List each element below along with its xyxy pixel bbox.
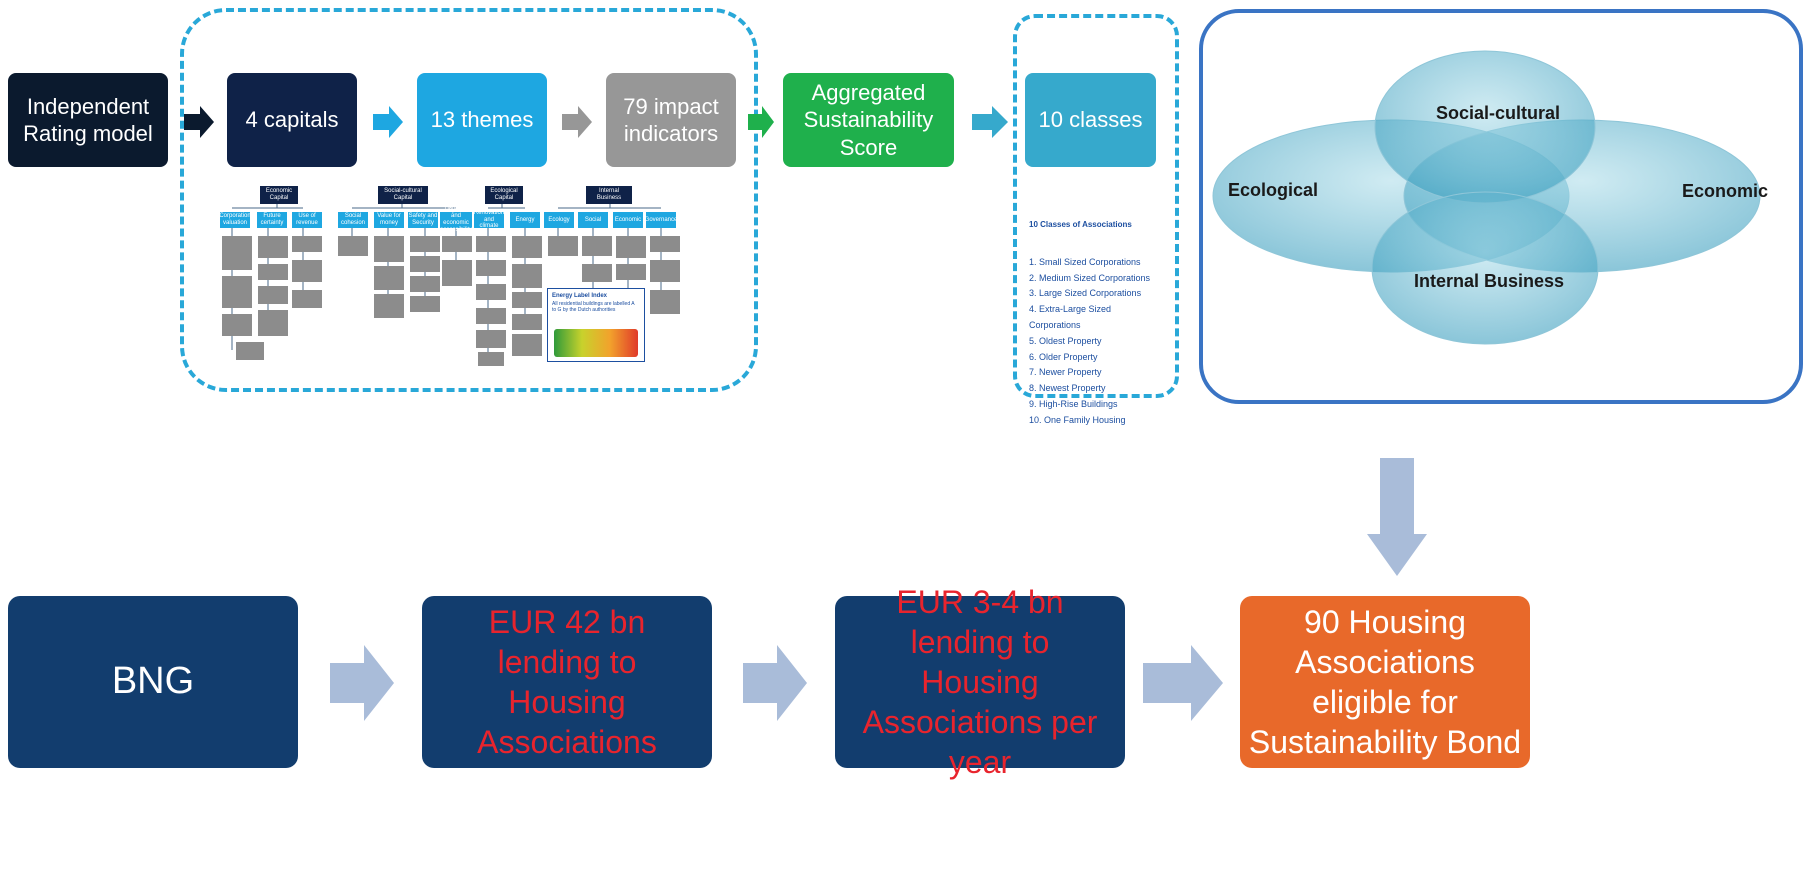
classes-list-title: 10 Classes of Associations bbox=[1029, 220, 1132, 229]
energy-label-title: Energy Label Index bbox=[552, 293, 608, 299]
class-item: 5. Oldest Property bbox=[1029, 335, 1102, 346]
arrow-right-icon bbox=[330, 645, 394, 721]
arrow-right-icon bbox=[184, 106, 214, 138]
eligible-box: 90 Housing Associations eligible for Sus… bbox=[1240, 596, 1530, 768]
capital-tree: Economic Capital Social-cultural Capital… bbox=[219, 180, 710, 370]
aggregated-score-label: Aggregated Sustainability Score bbox=[803, 79, 934, 160]
venn-frame bbox=[1199, 9, 1803, 404]
classes-group-frame bbox=[1013, 14, 1179, 398]
lending-box: EUR 42 bn lending to Housing Association… bbox=[422, 596, 712, 768]
arrow-right-icon bbox=[972, 106, 1008, 138]
class-item: 2. Medium Sized Corporations bbox=[1029, 272, 1151, 283]
per-year-label: EUR 3-4 bn lending to Housing Associatio… bbox=[862, 584, 1098, 780]
class-item: 6. Older Property bbox=[1029, 351, 1098, 362]
venn-label-economic: Economic bbox=[1682, 181, 1769, 201]
arrow-right-icon bbox=[748, 106, 774, 138]
themes-box: 13 themes bbox=[417, 73, 547, 167]
classes-list: 10 Classes of Associations 1. Small Size… bbox=[1029, 217, 1165, 429]
arrow-right-icon bbox=[743, 645, 807, 721]
tree-indicators bbox=[220, 180, 710, 370]
tree-theme: Corporation valuation bbox=[219, 212, 251, 228]
tree-theme: Social cohesion bbox=[338, 212, 368, 228]
tree-theme: Future certainty bbox=[257, 212, 287, 228]
tree-capital-internal: Internal Business bbox=[586, 186, 632, 204]
venn-label-social: Social-cultural bbox=[1436, 103, 1561, 123]
capitals-box: 4 capitals bbox=[227, 73, 357, 167]
venn-label-internal: Internal Business bbox=[1414, 271, 1565, 291]
capitals-label: 4 capitals bbox=[245, 107, 339, 133]
class-item: 7. Newer Property bbox=[1029, 367, 1102, 378]
class-item: 3. Large Sized Corporations bbox=[1029, 288, 1142, 299]
tree-theme: Energy bbox=[510, 212, 540, 228]
indicators-box: 79 impact indicators bbox=[606, 73, 736, 167]
venn-ellipses bbox=[1212, 50, 1761, 345]
aggregated-score-box: Aggregated Sustainability Score bbox=[783, 73, 954, 167]
tree-theme: Ecology bbox=[544, 212, 574, 228]
capitals-group-frame bbox=[180, 8, 758, 392]
tree-theme: Value for money bbox=[374, 212, 404, 228]
arrow-right-icon bbox=[1143, 645, 1223, 721]
classes-label: 10 classes bbox=[1038, 107, 1143, 133]
classes-box: 10 classes bbox=[1025, 73, 1156, 167]
indicators-label: 79 impact indicators bbox=[623, 93, 719, 147]
eligible-label: 90 Housing Associations eligible for Sus… bbox=[1248, 604, 1522, 760]
class-item: 10. One Family Housing bbox=[1029, 414, 1126, 425]
venn-label-ecological: Ecological bbox=[1228, 180, 1319, 200]
lending-label: EUR 42 bn lending to Housing Association… bbox=[477, 604, 657, 760]
tree-theme: Safety and Security bbox=[408, 212, 438, 228]
arrow-right-icon bbox=[373, 106, 403, 138]
rating-model-box: Independent Rating model bbox=[8, 73, 168, 167]
tree-capital-economic: Economic Capital bbox=[260, 186, 298, 204]
class-item: 4. Extra-Large Sized Corporations bbox=[1029, 304, 1112, 330]
rating-model-label: Independent Rating model bbox=[23, 93, 153, 147]
class-item: 9. High-Rise Buildings bbox=[1029, 398, 1118, 409]
arrow-right-icon bbox=[562, 106, 592, 138]
tree-theme: Use of revenue bbox=[292, 212, 322, 228]
energy-label-bullet: All residential buildings are labelled A… bbox=[552, 301, 635, 313]
class-item: 8. Newest Property bbox=[1029, 383, 1106, 394]
energy-label-card: Energy Label Index All residential build… bbox=[547, 288, 645, 362]
tree-theme: Governance bbox=[645, 212, 677, 228]
class-item: 1. Small Sized Corporations bbox=[1029, 256, 1141, 267]
tree-capital-social: Social-cultural Capital bbox=[378, 186, 428, 204]
venn-diagram: Social-cultural Ecological Economic Inte… bbox=[1203, 13, 1791, 392]
energy-label-graphic bbox=[554, 329, 638, 357]
bng-label: BNG bbox=[111, 660, 195, 703]
arrow-down-icon bbox=[1367, 458, 1427, 576]
tree-theme: Economic bbox=[613, 212, 643, 228]
bng-box: BNG bbox=[8, 596, 298, 768]
tree-theme: Renovation and climate bbox=[473, 210, 505, 230]
tree-theme: Social bbox=[578, 212, 608, 228]
tree-capital-ecological: Ecological Capital bbox=[485, 186, 523, 204]
themes-label: 13 themes bbox=[430, 107, 534, 133]
per-year-box: EUR 3-4 bn lending to Housing Associatio… bbox=[835, 584, 1125, 780]
